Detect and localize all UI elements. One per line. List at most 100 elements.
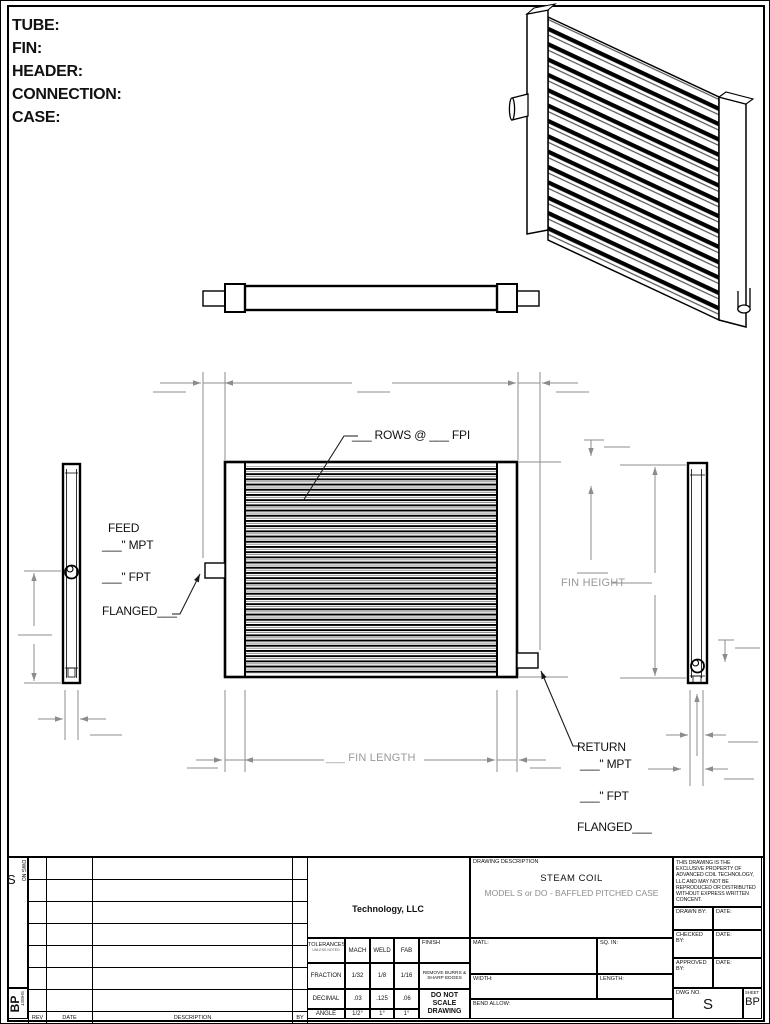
- front-view: [204, 460, 539, 679]
- drawn-date-cell: DATE:: [713, 907, 762, 930]
- date-label: DATE:: [716, 909, 732, 915]
- revision-table: REV DATE DESCRIPTION BY: [28, 857, 308, 1024]
- logo-zone: Advanced coil Technology, LLC: [307, 857, 470, 938]
- remove-burrs-note: REMOVE BURRS & SHARP EDGES: [419, 963, 470, 989]
- sheet-value: BP: [745, 996, 760, 1008]
- revision-header-row: REV DATE DESCRIPTION BY: [28, 1011, 308, 1024]
- top-view: [202, 283, 540, 313]
- strip-dwg-no-value: S: [7, 872, 16, 887]
- left-side-view: [61, 462, 82, 685]
- bend-allow-label: BEND ALLOW:: [473, 1001, 511, 1007]
- finish-label: FINISH: [422, 940, 441, 946]
- approved-by-label: APPROVED BY:: [676, 960, 707, 972]
- decimal-fab: .06: [394, 989, 419, 1009]
- strip-dwg-no-label: DWG NO: [20, 860, 26, 882]
- right-side-view: [686, 461, 709, 685]
- date-col-label: DATE: [46, 1011, 93, 1024]
- tolerances-title-cell: TOLERANCES UNLESS NOTED: [307, 938, 345, 963]
- approved-date-cell: DATE:: [713, 958, 762, 988]
- description-zone: DRAWING DESCRIPTION STEAM COIL MODEL S o…: [470, 857, 673, 938]
- sq-in-cell: SQ. IN:: [597, 938, 673, 974]
- table-row: [28, 945, 308, 968]
- by-col-label: BY: [292, 1011, 308, 1024]
- fraction-label: FRACTION: [307, 963, 345, 989]
- description-line1: STEAM COIL: [540, 873, 603, 884]
- drawn-by-cell: DRAWN BY:: [673, 907, 713, 930]
- checked-by-cell: CHECKED BY:: [673, 930, 713, 958]
- feed-flanged-label: FLANGED___: [102, 604, 177, 618]
- dwg-no-label: DWG NO.: [676, 990, 701, 996]
- strip-sheet-value: BP: [8, 995, 22, 1013]
- rows-fpi-label: ___ ROWS @ ___ FPI: [352, 428, 470, 442]
- description-col-label: DESCRIPTION: [92, 1011, 293, 1024]
- return-fpt-label: ___" FPT: [580, 789, 629, 803]
- strip-sheet-label: SHEET: [20, 991, 25, 1007]
- decimal-label: DECIMAL: [307, 989, 345, 1009]
- decimal-mach: .03: [345, 989, 370, 1009]
- return-mpt-label: ___" MPT: [580, 757, 632, 771]
- spec-connection: CONNECTION:: [12, 86, 122, 103]
- col-fab: FAB: [394, 938, 419, 963]
- fraction-weld: 1/8: [370, 963, 394, 989]
- sheet-label: SHEET: [745, 990, 759, 995]
- isometric-view: [508, 3, 755, 328]
- matl-label: MATL:: [473, 940, 489, 946]
- feed-mpt-label: ___" MPT: [102, 538, 154, 552]
- angle-fab: 1°: [394, 1009, 419, 1019]
- spec-tube: TUBE:: [12, 17, 60, 34]
- date-label: DATE:: [716, 960, 732, 966]
- feed-label: FEED: [108, 521, 140, 535]
- strip-sheet-cell: SHEET BP: [8, 988, 28, 1019]
- approved-by-cell: APPROVED BY:: [673, 958, 713, 988]
- table-row: [28, 901, 308, 924]
- spec-header: HEADER:: [12, 63, 83, 80]
- drawing-description-label: DRAWING DESCRIPTION: [473, 859, 539, 865]
- width-cell: WIDTH:: [470, 974, 597, 999]
- sq-in-label: SQ. IN:: [600, 940, 619, 946]
- dimension-lines: [18, 372, 760, 786]
- checked-by-label: CHECKED BY:: [676, 932, 703, 944]
- drawn-by-label: DRAWN BY:: [676, 909, 707, 915]
- rev-col-label: REV: [28, 1011, 47, 1024]
- dwg-no-value: S: [702, 996, 713, 1013]
- matl-cell: MATL:: [470, 938, 597, 974]
- col-weld: WELD: [370, 938, 394, 963]
- return-flanged-label: FLANGED___: [577, 820, 652, 834]
- tolerances-subtitle: UNLESS NOTED: [312, 948, 340, 952]
- width-label: WIDTH:: [473, 976, 493, 982]
- spec-labels: TUBE: FIN: HEADER: CONNECTION: CASE:: [12, 14, 122, 129]
- angle-mach: 1/2°: [345, 1009, 370, 1019]
- sheet-cell: SHEET BP: [743, 988, 762, 1019]
- drawing-frame: [7, 5, 765, 1022]
- table-row: [28, 857, 308, 880]
- angle-label: ANGLE: [307, 1009, 345, 1019]
- fraction-mach: 1/32: [345, 963, 370, 989]
- property-notice: THIS DRAWING IS THE EXCLUSIVE PROPERTY O…: [676, 860, 756, 904]
- feed-fpt-label: ___" FPT: [102, 570, 151, 584]
- col-mach: MACH: [345, 938, 370, 963]
- dwg-no-cell: DWG NO. S: [673, 988, 743, 1019]
- do-not-scale-note: DO NOT SCALE DRAWING: [419, 989, 470, 1019]
- table-row: [28, 989, 308, 1012]
- finish-cell: FINISH: [419, 938, 470, 963]
- fraction-fab: 1/16: [394, 963, 419, 989]
- company-subname: Technology, LLC: [352, 904, 424, 914]
- length-label: LENGTH:: [600, 976, 624, 982]
- strip-dwg-no-cell: DWG NO S: [7, 857, 28, 988]
- bend-allow-cell: BEND ALLOW:: [470, 999, 673, 1019]
- leader-lines: [172, 435, 580, 747]
- property-notice-cell: THIS DRAWING IS THE EXCLUSIVE PROPERTY O…: [673, 857, 762, 907]
- fin-height-label: FIN HEIGHT: [561, 577, 626, 589]
- fin-length-label: ___ FIN LENGTH: [326, 752, 416, 764]
- tolerances-title: TOLERANCES: [308, 942, 346, 948]
- description-line2: MODEL S or DO - BAFFLED PITCHED CASE: [484, 888, 659, 898]
- spec-fin: FIN:: [12, 40, 42, 57]
- return-label: RETURN: [577, 740, 626, 754]
- table-row: [28, 967, 308, 990]
- decimal-weld: .125: [370, 989, 394, 1009]
- spec-case: CASE:: [12, 109, 61, 126]
- angle-weld: 1°: [370, 1009, 394, 1019]
- table-row: [28, 879, 308, 902]
